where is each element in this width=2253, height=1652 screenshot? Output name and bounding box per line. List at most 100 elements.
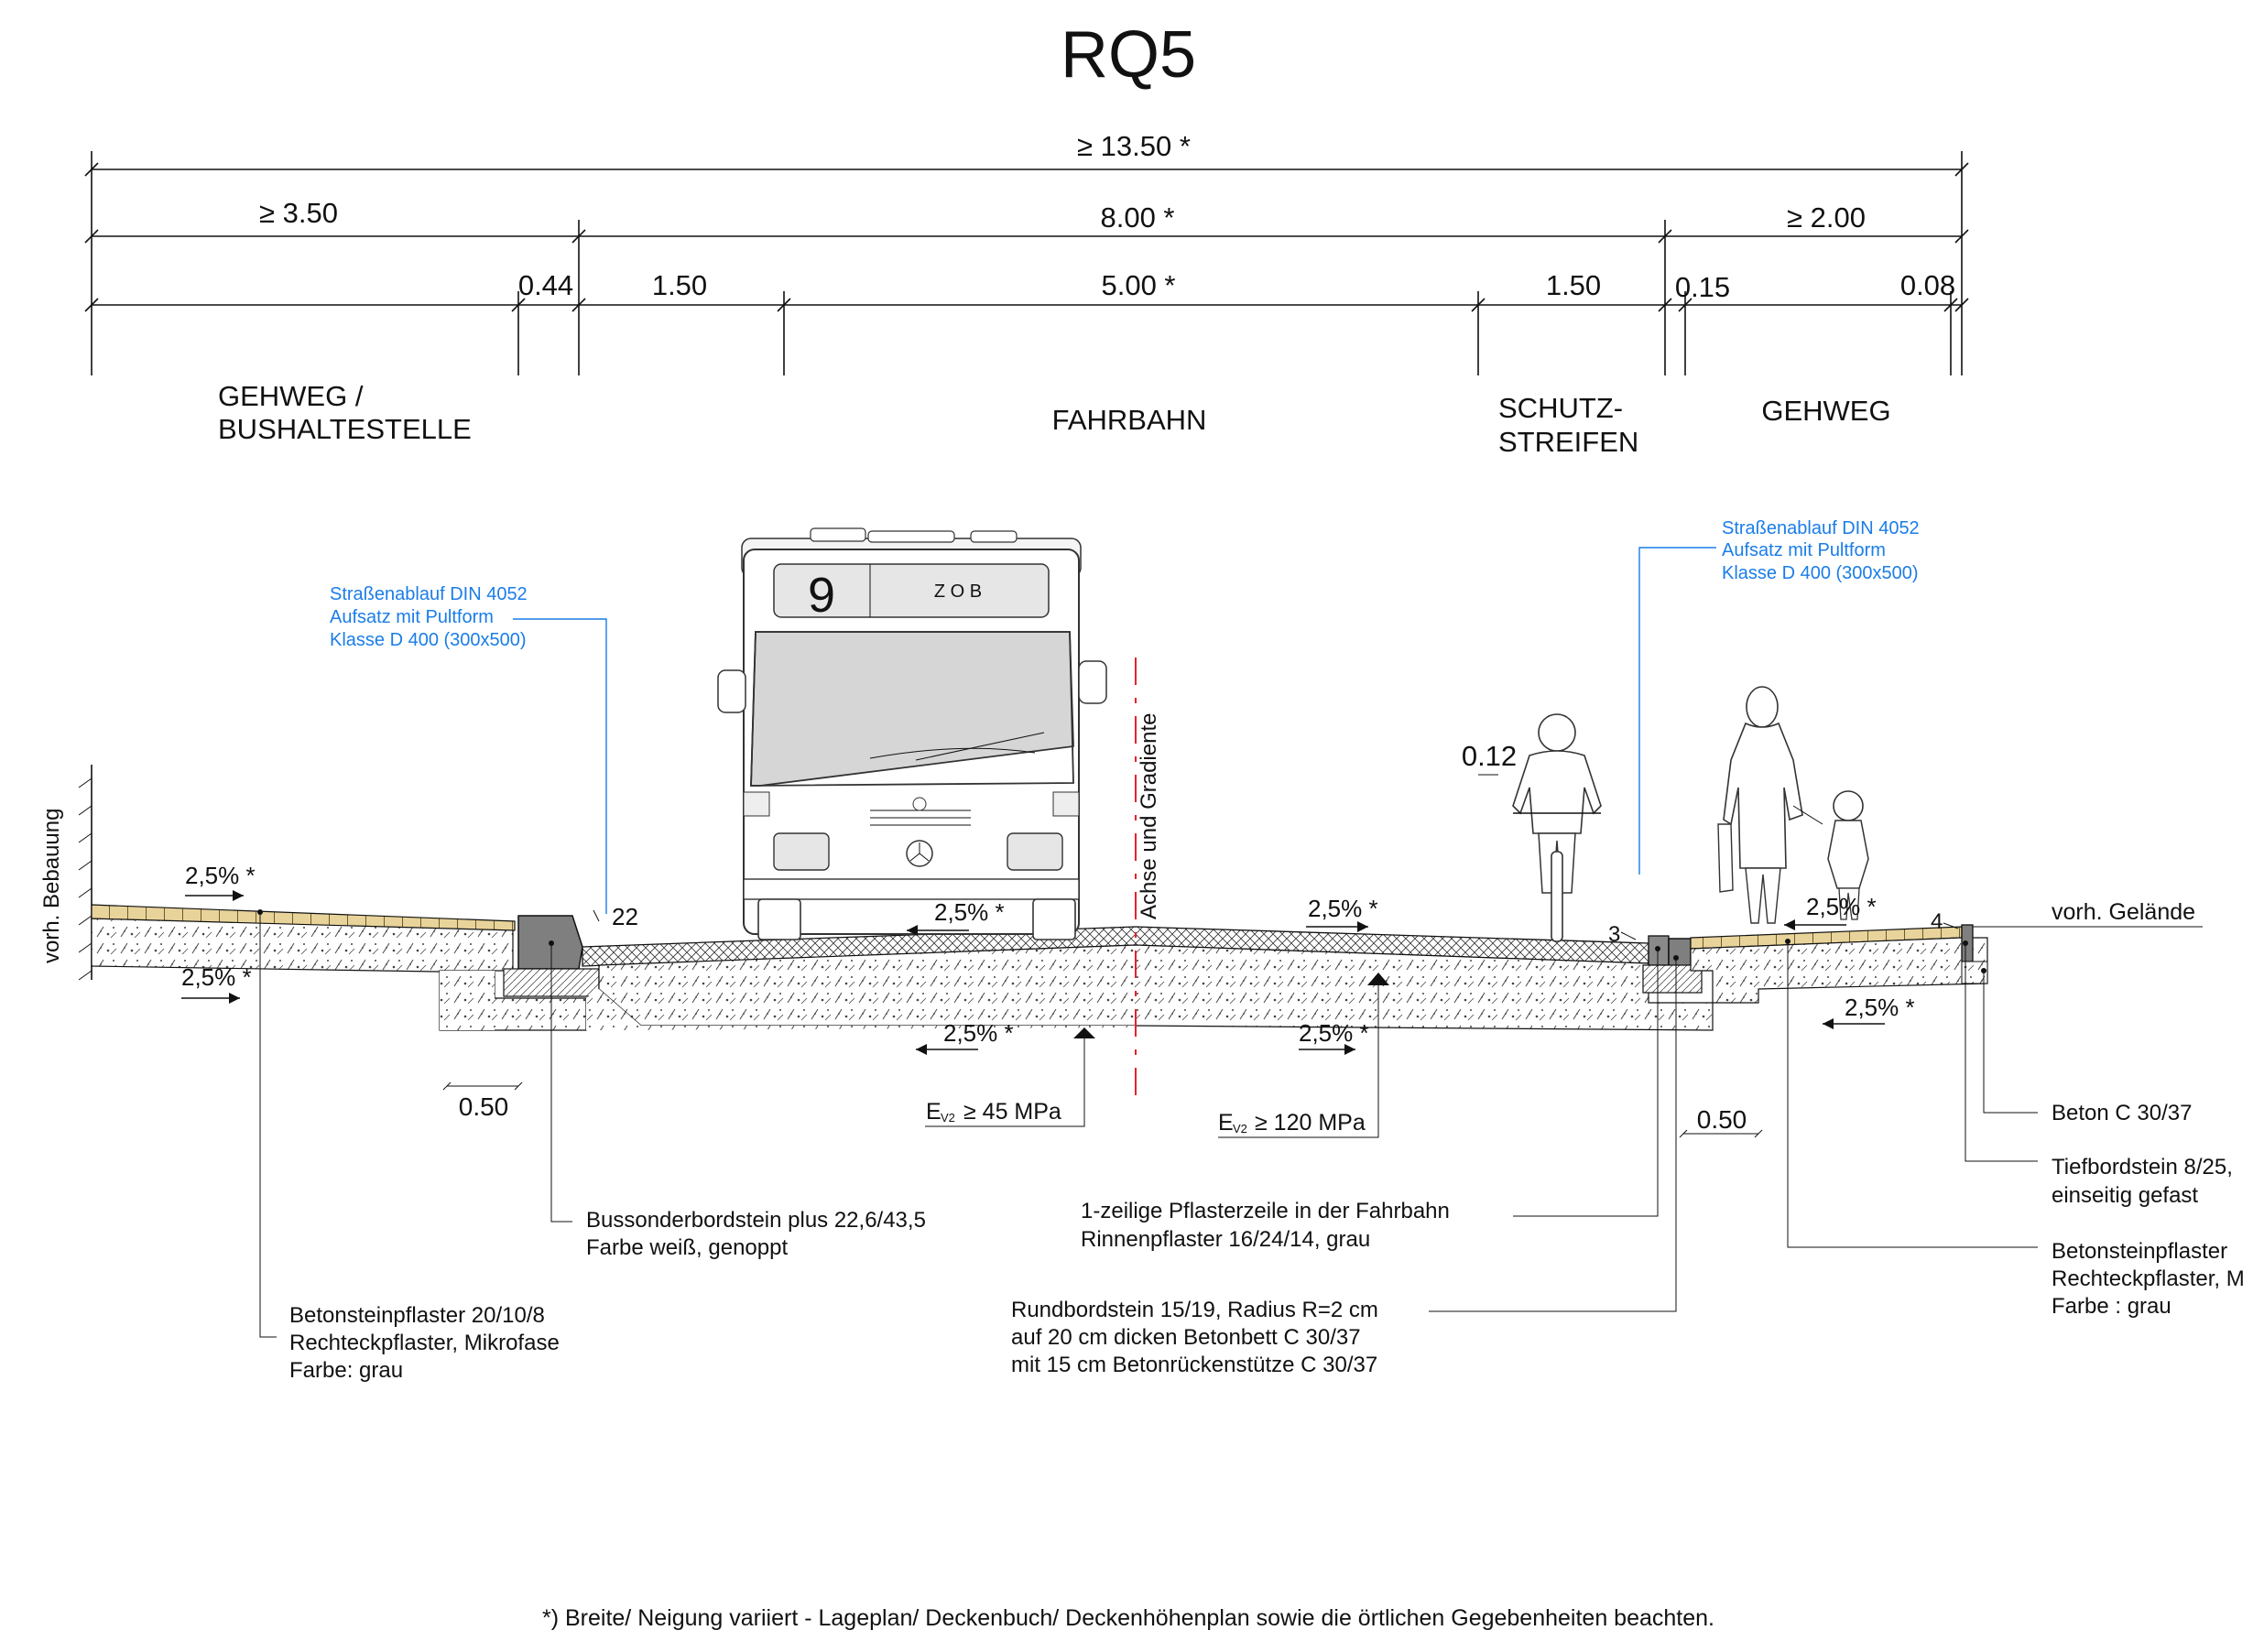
svg-text:Rinnenpflaster 16/24/14, grau: Rinnenpflaster 16/24/14, grau [1081, 1227, 1370, 1252]
curb-four-label: 4 [1931, 909, 1943, 934]
bearing-left-value: ≥ 45 MPa [963, 1099, 1061, 1125]
drain-note-right: Straßenablauf DIN 4052 Aufsatz mit Pultf… [1638, 518, 1920, 875]
zone-right-walk: GEHWEG [1761, 395, 1890, 427]
dim-total-label: ≥ 13.50 * [1077, 130, 1191, 162]
cyclist-illustration: 0.12 [1462, 713, 1602, 942]
right-sidewalk-base [1690, 937, 1988, 1004]
dim-500-label: 5.00 * [1101, 269, 1175, 301]
offset-left: 0.50 [442, 1081, 523, 1121]
drain-left-line2: Aufsatz mit Pultform [330, 607, 494, 627]
svg-text:Rechteckpflaster, Mikrofase: Rechteckpflaster, Mikrofase [289, 1331, 560, 1355]
slope-road-right-bottom: 2,5% * [1299, 1019, 1369, 1055]
svg-text:Tiefbordstein 8/25,: Tiefbordstein 8/25, [2052, 1155, 2233, 1179]
concrete-back [1961, 961, 1988, 984]
svg-text:einseitig gefast: einseitig gefast [2052, 1183, 2198, 1208]
bearing-right: E V2 ≥ 120 MPa [1218, 973, 1389, 1138]
curb-height-label: 22 [612, 903, 638, 930]
slope-walk-left-top: 2,5% * [185, 862, 256, 901]
callout-busbord: Bussonderbordstein plus 22,6/43,5 Farbe … [549, 940, 926, 1260]
left-sidewalk-paving [91, 904, 516, 931]
footnote: *) Breite/ Neigung variiert - Lageplan/ … [542, 1605, 1714, 1631]
zone-left-line1: GEHWEG / [218, 380, 364, 412]
drain-left-line1: Straßenablauf DIN 4052 [330, 584, 528, 604]
dimension-chain-details: 0.44 1.50 5.00 * 1.50 0.15 0.08 [84, 269, 1969, 375]
svg-text:V2: V2 [1233, 1122, 1247, 1136]
drain-left-line3: Klasse D 400 (300x500) [330, 630, 527, 650]
dim-carriageway-label: 8.00 * [1100, 201, 1174, 234]
callout-rinne: 1-zeilige Pflasterzeile in der Fahrbahn … [1081, 946, 1660, 1252]
dim-044-label: 0.44 [518, 269, 573, 301]
svg-text:2,5% *: 2,5% * [1299, 1019, 1369, 1047]
svg-text:2,5% *: 2,5% * [181, 963, 252, 991]
dim-150-left-label: 1.50 [652, 269, 707, 301]
slope-road-left-bottom: 2,5% * [916, 1019, 1014, 1055]
callout-rundbord: Rundbordstein 15/19, Radius R=2 cm auf 2… [1011, 955, 1679, 1377]
round-curb [1668, 938, 1692, 967]
svg-text:2,5% *: 2,5% * [934, 898, 1005, 926]
svg-text:0.50: 0.50 [459, 1092, 509, 1121]
svg-text:Betonsteinpflaster: Betonsteinpflaster [2052, 1239, 2227, 1264]
dim-left-walk-label: ≥ 3.50 [259, 197, 338, 229]
pedestrians-illustration [1717, 686, 1869, 924]
svg-text:mit 15 cm Betonrückenstütze C: mit 15 cm Betonrückenstütze C 30/37 [1011, 1353, 1377, 1377]
drawing-title: RQ5 [1061, 18, 1196, 92]
svg-text:auf 20 cm dicken Betonbett C 3: auf 20 cm dicken Betonbett C 30/37 [1011, 1325, 1361, 1350]
svg-text:Farbe weiß, genoppt: Farbe weiß, genoppt [586, 1235, 788, 1260]
svg-text:Beton C 30/37: Beton C 30/37 [2052, 1101, 2192, 1125]
zone-protect-line1: SCHUTZ- [1498, 392, 1623, 424]
svg-text:1-zeilige Pflasterzeile in der: 1-zeilige Pflasterzeile in der Fahrbahn [1081, 1199, 1450, 1223]
svg-text:2,5% *: 2,5% * [185, 862, 256, 889]
bus-destination: Z O B [934, 581, 982, 602]
bearing-left: E V2 ≥ 45 MPa [925, 1027, 1095, 1127]
zone-protect-line2: STREIFEN [1498, 426, 1638, 458]
svg-text:2,5% *: 2,5% * [1845, 994, 1915, 1021]
road-frost-layer [586, 989, 1136, 1030]
slope-road-left-top: 2,5% * [907, 898, 1005, 936]
slope-walk-right-bottom: 2,5% * [1823, 994, 1915, 1029]
svg-text:2,5% *: 2,5% * [1308, 895, 1378, 922]
dim-150-right-label: 1.50 [1546, 269, 1601, 301]
slope-road-right-top: 2,5% * [1306, 895, 1378, 932]
svg-text:Farbe: grau: Farbe: grau [289, 1358, 403, 1383]
callout-beton: Beton C 30/37 [1981, 968, 2192, 1125]
existing-building: vorh. Bebauung [39, 765, 93, 981]
dim-008-label: 0.08 [1900, 269, 1955, 301]
svg-text:2,5% *: 2,5% * [943, 1019, 1014, 1047]
dim-right-walk-label: ≥ 2.00 [1787, 201, 1866, 234]
callout-betonstein-left: Betonsteinpflaster 20/10/8 Rechteckpflas… [257, 909, 560, 1383]
offset-right: 0.50 [1679, 1105, 1763, 1138]
callout-tiefbord: Tiefbordstein 8/25, einseitig gefast [1963, 940, 2233, 1208]
cyclist-width-label: 0.12 [1462, 740, 1517, 772]
dimension-chain-total: ≥ 13.50 * [84, 130, 1969, 375]
left-subbase-lower [440, 971, 495, 1030]
drain-right-line2: Aufsatz mit Pultform [1722, 540, 1886, 560]
bus-route-number: 9 [808, 568, 835, 623]
dim-015-label: 0.15 [1675, 271, 1730, 303]
dimension-chain-sections: ≥ 3.50 8.00 * ≥ 2.00 [84, 197, 1969, 375]
svg-text:V2: V2 [941, 1111, 955, 1125]
zone-left-line2: BUSHALTESTELLE [218, 413, 472, 445]
svg-text:Bussonderbordstein plus 22,6/4: Bussonderbordstein plus 22,6/43,5 [586, 1208, 926, 1233]
zone-carriageway: FAHRBAHN [1052, 404, 1207, 436]
bus-illustration: 9 Z O B [717, 527, 1107, 940]
bearing-right-value: ≥ 120 MPa [1255, 1110, 1366, 1136]
svg-text:Rechteckpflaster, M: Rechteckpflaster, M [2052, 1266, 2245, 1291]
svg-text:E: E [1218, 1110, 1234, 1136]
callout-betonstein-right: Betonsteinpflaster Rechteckpflaster, M F… [1785, 939, 2245, 1319]
slope-walk-right-top: 2,5% * [1784, 893, 1877, 930]
drain-right-line1: Straßenablauf DIN 4052 [1722, 518, 1920, 538]
drain-right-line3: Klasse D 400 (300x500) [1722, 563, 1919, 583]
drain-note-left: Straßenablauf DIN 4052 Aufsatz mit Pultf… [330, 584, 607, 914]
svg-text:2,5% *: 2,5% * [1806, 893, 1877, 920]
terrain-label: vorh. Gelände [2052, 899, 2195, 925]
svg-text:Farbe : grau: Farbe : grau [2052, 1294, 2171, 1319]
building-label: vorh. Bebauung [39, 809, 64, 963]
curb-three-label: 3 [1608, 922, 1620, 947]
axis-label: Achse und Gradiente [1137, 713, 1161, 919]
svg-text:Betonsteinpflaster 20/10/8: Betonsteinpflaster 20/10/8 [289, 1303, 545, 1328]
svg-text:Rundbordstein 15/19, Radius R=: Rundbordstein 15/19, Radius R=2 cm [1011, 1298, 1378, 1322]
slope-walk-left-bottom: 2,5% * [181, 963, 252, 1004]
svg-text:0.50: 0.50 [1697, 1105, 1747, 1134]
svg-text:E: E [926, 1099, 941, 1125]
